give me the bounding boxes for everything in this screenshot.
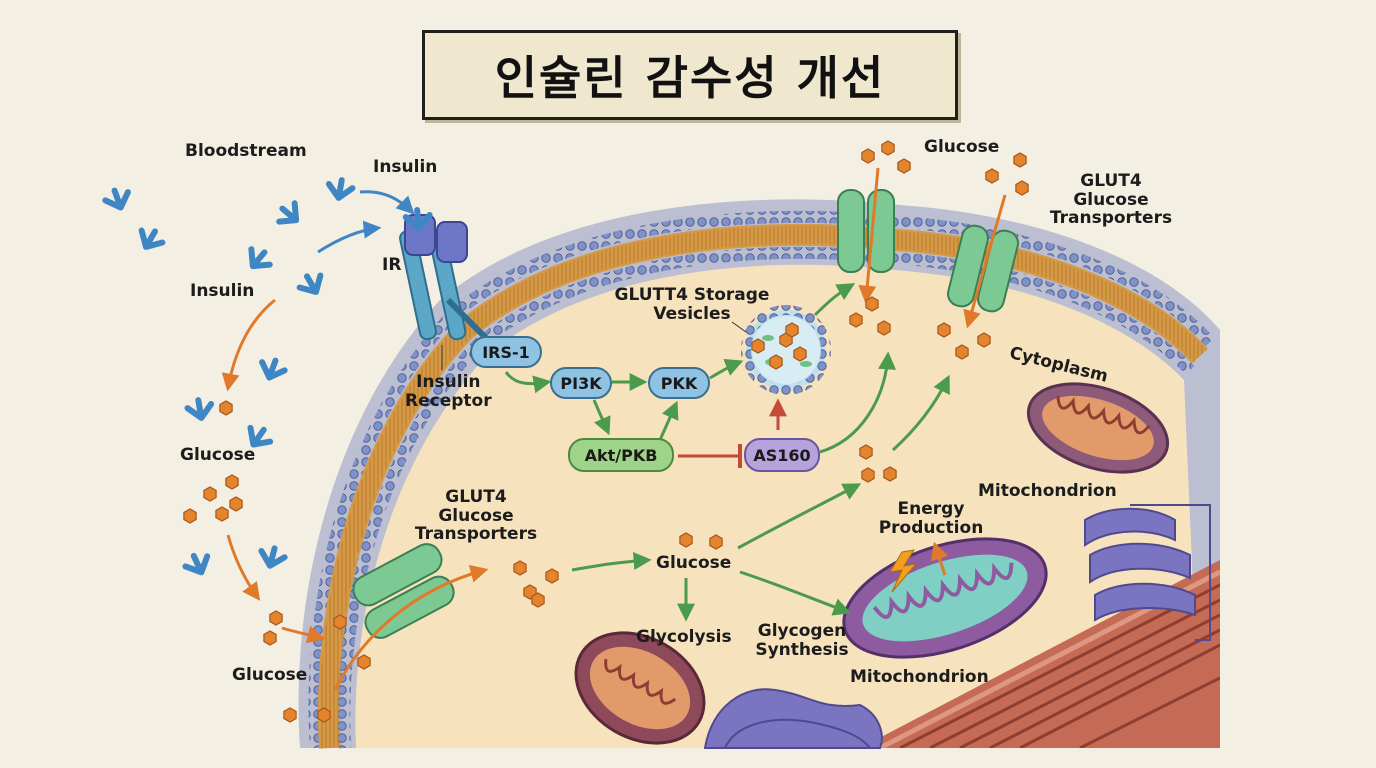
title-box: 인슐린 감수성 개선: [422, 30, 958, 120]
glucose-hexagon: [531, 592, 545, 608]
glucose-hexagon: [679, 532, 693, 548]
label-glut4-right: GLUT4 Glucose Transporters: [1048, 172, 1174, 228]
glucose-hexagon: [229, 496, 243, 512]
glucose-hexagon: [859, 444, 873, 460]
glucose-hexagon: [877, 320, 891, 336]
glucose-hexagon: [977, 332, 991, 348]
label-insulin-left: Insulin: [190, 281, 255, 301]
label-glut4-right-line3: Transporters: [1049, 208, 1173, 229]
label-glycolysis: Glycolysis: [636, 627, 732, 647]
glucose-hexagon: [225, 474, 239, 490]
glucose-hexagon: [769, 354, 783, 370]
glucose-hexagon: [985, 168, 999, 184]
glucose-hexagon: [545, 568, 559, 584]
membrane-outer-heads: [308, 210, 1215, 749]
label-glycogen-synthesis: Glycogen Synthesis: [752, 622, 852, 659]
label-glut4-right-line2: Glucose: [1073, 189, 1149, 210]
label-glucose-top: Glucose: [924, 137, 1000, 157]
label-glycogen-line2: Synthesis: [755, 639, 849, 660]
label-vesicles-line1: GLUTT4 Storage: [614, 285, 770, 305]
label-insulin-receptor: Insulin Receptor: [405, 373, 492, 410]
page-title: 인슐린 감수성 개선: [494, 51, 886, 105]
glucose-hexagon: [865, 296, 879, 312]
glucose-hexagon: [513, 560, 527, 576]
glucose-hexagon: [881, 140, 895, 156]
glucose-hexagon: [183, 508, 197, 524]
glucose-hexagon: [861, 467, 875, 483]
glucose-hexagon: [793, 346, 807, 362]
glucose-hexagon: [219, 400, 233, 416]
node-pi3k: PI3K: [550, 367, 612, 399]
mitochondrion-top-right: [1026, 382, 1170, 474]
glucose-hexagon: [709, 534, 723, 550]
membrane-inner-heads: [338, 246, 1195, 749]
label-energy-line2: Production: [878, 517, 984, 538]
glucose-hexagon: [283, 707, 297, 723]
insulin-molecules: [102, 177, 433, 576]
label-insulin-receptor-line1: Insulin: [416, 372, 481, 392]
glucose-hexagon: [333, 614, 347, 630]
label-glut4-left-line3: Transporters: [414, 524, 538, 545]
label-glut4-storage-vesicles: GLUTT4 Storage Vesicles: [612, 286, 772, 323]
node-akt-pkb: Akt/PKB: [568, 438, 674, 472]
glucose-hexagon: [263, 630, 277, 646]
endoplasmic-reticulum: [703, 504, 1211, 749]
glucose-molecules: [183, 140, 1029, 723]
label-bloodstream: Bloodstream: [185, 141, 307, 161]
label-vesicles-line2: Vesicles: [653, 303, 731, 324]
label-insulin-receptor-line2: Receptor: [405, 390, 492, 411]
label-glucose-center: Glucose: [656, 553, 732, 573]
label-mitochondrion-bottom: Mitochondrion: [850, 667, 989, 687]
glucose-hexagon: [861, 148, 875, 164]
glucose-hexagon: [849, 312, 863, 328]
label-mitochondrion-right: Mitochondrion: [978, 481, 1117, 501]
label-glycogen-line1: Glycogen: [757, 621, 847, 641]
glucose-hexagon: [317, 707, 331, 723]
node-as160: AS160: [744, 438, 820, 472]
label-glut4-left-line2: Glucose: [438, 505, 514, 526]
mitochondrion-bottom-left: [574, 631, 706, 745]
label-ir: IR: [382, 255, 402, 275]
glut4-transporter-top-1: [837, 167, 895, 304]
glucose-hexagon: [883, 466, 897, 482]
label-glut4-right-line1: GLUT4: [1080, 171, 1142, 191]
energy-bolt-icon: [889, 549, 918, 593]
label-energy-production: Energy Production: [876, 500, 986, 537]
label-glucose-left: Glucose: [180, 445, 256, 465]
glucose-hexagon: [1015, 180, 1029, 196]
node-irs1: IRS-1: [470, 336, 542, 368]
glut4-transporter-top-2: [947, 194, 1019, 329]
glut4-transporter-left: [333, 543, 489, 691]
label-glut4-left: GLUT4 Glucose Transporters: [414, 488, 538, 544]
glucose-hexagon: [751, 338, 765, 354]
glucose-hexagon: [1013, 152, 1027, 168]
glucose-hexagon: [897, 158, 911, 174]
glucose-hexagon: [357, 654, 371, 670]
glucose-hexagon: [955, 344, 969, 360]
label-glut4-left-line1: GLUT4: [445, 487, 507, 507]
glucose-hexagon: [937, 322, 951, 338]
label-insulin-top: Insulin: [373, 157, 438, 177]
glucose-hexagon: [203, 486, 217, 502]
label-energy-line1: Energy: [897, 499, 965, 519]
glucose-hexagon: [269, 610, 283, 626]
node-pkk: PKK: [648, 367, 710, 399]
glucose-hexagon: [785, 322, 799, 338]
glucose-hexagon: [215, 506, 229, 522]
glut4-storage-vesicle: [741, 305, 831, 395]
label-glucose-bottom-left: Glucose: [232, 665, 308, 685]
